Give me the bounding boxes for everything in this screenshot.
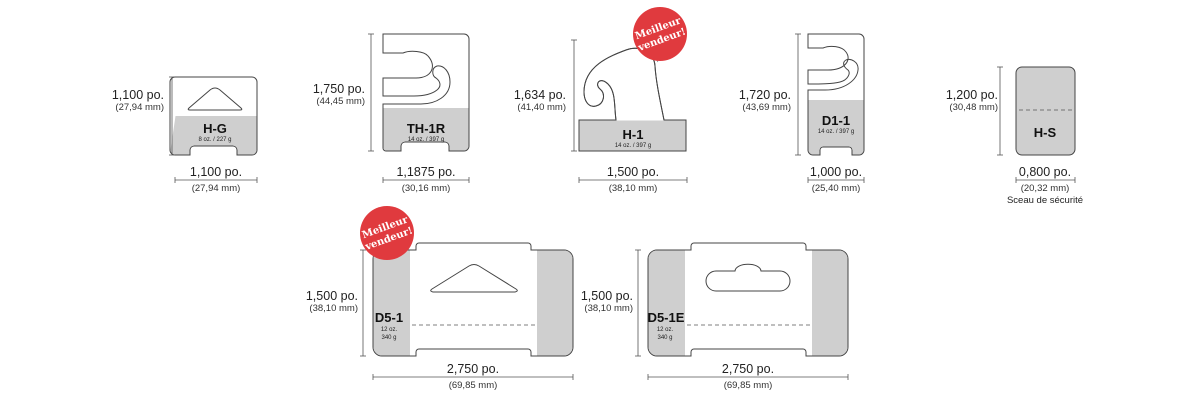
height-mm: (27,94 mm) bbox=[115, 102, 164, 113]
height-mm: (30,48 mm) bbox=[949, 102, 998, 113]
width-mm: (30,16 mm) bbox=[402, 183, 451, 194]
width-mm: (25,40 mm) bbox=[812, 183, 861, 194]
product-name: D1-1 bbox=[822, 113, 850, 128]
product-weight: 14 oz. / 397 g bbox=[818, 129, 854, 135]
width-mm: (69,85 mm) bbox=[449, 380, 498, 391]
width-mm: (27,94 mm) bbox=[192, 183, 241, 194]
product-name: TH-1R bbox=[407, 121, 446, 136]
hanger-h-1: H-1 14 oz. / 397 g 1,634 po. (41,40 mm) … bbox=[514, 7, 687, 194]
height-inches: 1,500 po. bbox=[306, 289, 358, 303]
width-inches: 1,500 po. bbox=[607, 165, 659, 179]
product-weight-oz: 12 oz. bbox=[657, 327, 674, 333]
hanger-d1-1: D1-1 14 oz. / 397 g 1,720 po. (43,69 mm)… bbox=[739, 33, 865, 194]
product-weight: 14 oz. / 397 g bbox=[615, 143, 651, 149]
product-name: H-S bbox=[1034, 125, 1057, 140]
hang-hole bbox=[430, 264, 518, 293]
height-mm: (38,10 mm) bbox=[584, 303, 633, 314]
best-seller-badge: Meilleur vendeur! bbox=[633, 7, 687, 63]
width-inches: 2,750 po. bbox=[447, 362, 499, 376]
product-weight: 8 oz. / 227 g bbox=[198, 137, 231, 143]
width-inches: 1,100 po. bbox=[190, 165, 242, 179]
height-inches: 1,100 po. bbox=[112, 88, 164, 102]
best-seller-badge: Meilleur vendeur! bbox=[360, 206, 414, 260]
hang-hole bbox=[705, 263, 791, 292]
width-inches: 1,1875 po. bbox=[396, 165, 455, 179]
height-inches: 1,500 po. bbox=[581, 289, 633, 303]
height-mm: (43,69 mm) bbox=[742, 102, 791, 113]
hanger-d5-1: D5-1 12 oz. 340 g 1,500 po. (38,10 mm) 2… bbox=[306, 206, 574, 391]
security-seal-note: Sceau de sécurité bbox=[1007, 195, 1083, 206]
product-weight-g: 340 g bbox=[657, 335, 672, 341]
hanger-h-g: H-G 8 oz. / 227 g 1,100 po. (27,94 mm) 1… bbox=[112, 76, 258, 194]
product-name: D5-1E bbox=[648, 310, 685, 325]
height-inches: 1,750 po. bbox=[313, 82, 365, 96]
height-mm: (38,10 mm) bbox=[309, 303, 358, 314]
width-mm: (69,85 mm) bbox=[724, 380, 773, 391]
product-weight-oz: 12 oz. bbox=[381, 327, 398, 333]
badge-circle bbox=[360, 206, 414, 260]
width-mm: (38,10 mm) bbox=[609, 183, 658, 194]
width-inches: 1,000 po. bbox=[810, 165, 862, 179]
hang-hole bbox=[187, 87, 243, 111]
hanger-th-1r: TH-1R 14 oz. / 397 g 1,750 po. (44,45 mm… bbox=[313, 33, 470, 194]
product-weight: 14 oz. / 397 g bbox=[408, 137, 444, 143]
product-name: H-1 bbox=[623, 127, 644, 142]
badge-circle bbox=[633, 7, 687, 61]
height-inches: 1,720 po. bbox=[739, 88, 791, 102]
height-mm: (41,40 mm) bbox=[517, 102, 566, 113]
product-weight-g: 340 g bbox=[381, 335, 396, 341]
product-name: H-G bbox=[203, 121, 227, 136]
width-inches: 0,800 po. bbox=[1019, 165, 1071, 179]
height-inches: 1,634 po. bbox=[514, 88, 566, 102]
height-inches: 1,200 po. bbox=[946, 88, 998, 102]
product-name: D5-1 bbox=[375, 310, 403, 325]
width-mm: (20,32 mm) bbox=[1021, 183, 1070, 194]
hanger-d5-1e: D5-1E 12 oz. 340 g 1,500 po. (38,10 mm) … bbox=[581, 242, 849, 391]
hanger-h-s: H-S 1,200 po. (30,48 mm) 0,800 po. (20,3… bbox=[946, 66, 1083, 206]
width-inches: 2,750 po. bbox=[722, 362, 774, 376]
height-mm: (44,45 mm) bbox=[316, 96, 365, 107]
